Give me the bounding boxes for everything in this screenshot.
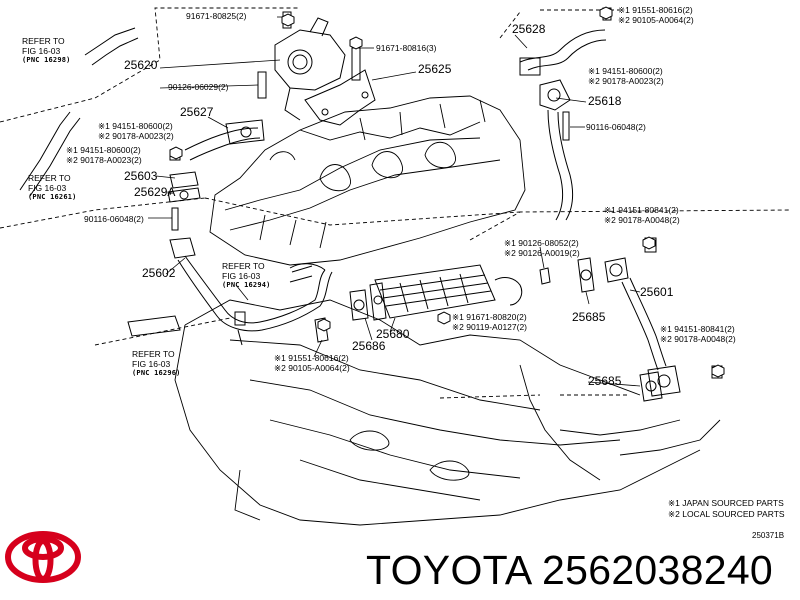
- part-label-25680: 25680: [376, 327, 410, 341]
- brand-part-title: TOYOTA 2562038240: [366, 547, 774, 593]
- part-label-25625: 25625: [418, 62, 452, 76]
- reference-note-16261: REFER TO FIG 16-03 (PNC 16261): [28, 173, 77, 203]
- fastener-label: ※2 90126-A0019(2): [504, 248, 580, 258]
- fastener-label: ※2 90105-A0064(2): [274, 363, 350, 373]
- reference-hoses: [19, 27, 313, 337]
- reference-line1: REFER TO: [222, 261, 265, 271]
- fastener-label: ※2 90178-A0048(2): [604, 215, 680, 225]
- fastener-label: ※1 91671-80820(2): [452, 312, 527, 322]
- fastener-label: ※2 90178-A0023(2): [98, 131, 174, 141]
- reference-pnc: (PNC 16296): [132, 369, 181, 377]
- part-label-25685-upper: 25685: [572, 310, 606, 324]
- fastener-label: ※1 91551-80616(2): [618, 5, 693, 15]
- egr-pipe-25627: [169, 119, 265, 161]
- reference-line1: REFER TO: [28, 173, 71, 183]
- egr-pipe-25628: [519, 7, 612, 221]
- legend-local: ※2 LOCAL SOURCED PARTS: [668, 509, 785, 519]
- fastener-label: 90116-06048(2): [586, 122, 646, 132]
- reference-note-16294: REFER TO FIG 16-03 (PNC 16294): [222, 261, 271, 291]
- fastener-label: ※2 90105-A0064(2): [618, 15, 694, 25]
- fastener-label: ※1 94151-80841(2): [604, 205, 679, 215]
- reference-line1: REFER TO: [132, 349, 175, 359]
- part-label-25602: 25602: [142, 266, 176, 280]
- fastener-label: ※1 94151-80600(2): [66, 145, 141, 155]
- fastener-label: 90116-06048(2): [84, 214, 144, 224]
- toyota-logo: [5, 531, 81, 583]
- reference-line2: FIG 16-03: [132, 358, 171, 369]
- diagram-code: 250371B: [752, 531, 785, 540]
- fasteners-icons: [169, 6, 725, 378]
- fastener-label: ※2 90119-A0127(2): [452, 322, 528, 332]
- reference-line1: REFER TO: [22, 36, 65, 46]
- engine-block: [174, 95, 721, 526]
- part-label-25629a: 25629A: [134, 185, 176, 199]
- fastener-label: ※1 94151-80841(2): [660, 324, 735, 334]
- part-label-25685-lower: 25685: [588, 374, 622, 388]
- part-label-25627: 25627: [180, 105, 214, 119]
- reference-note-16296: REFER TO FIG 16-03 (PNC 16296): [132, 349, 181, 379]
- fastener-label: ※1 94151-80600(2): [98, 121, 173, 131]
- reference-line2: FIG 16-03: [28, 182, 67, 193]
- fastener-label: 91671-80825(2): [186, 11, 247, 21]
- reference-pnc: (PNC 16261): [28, 193, 77, 201]
- gasket-25686: [349, 289, 369, 321]
- part-label-25686: 25686: [352, 339, 386, 353]
- fastener-label: 91671-80816(3): [376, 43, 437, 53]
- part-label-25620: 25620: [124, 58, 158, 72]
- egr-valve-25620: [257, 11, 346, 121]
- fastener-label: ※1 90126-08052(2): [504, 238, 579, 248]
- fastener-label: ※2 90178-A0023(2): [588, 76, 664, 86]
- fastener-label: 90126-06029(2): [168, 82, 229, 92]
- reference-pnc: (PNC 16294): [222, 281, 271, 289]
- legend-japan: ※1 JAPAN SOURCED PARTS: [668, 498, 784, 508]
- sourcing-legend: ※1 JAPAN SOURCED PARTS ※2 LOCAL SOURCED …: [668, 498, 785, 520]
- fastener-label: ※2 90178-A0048(2): [660, 334, 736, 344]
- part-label-25603: 25603: [124, 169, 158, 183]
- egr-cooler-25680: [369, 264, 551, 321]
- reference-note-16298: REFER TO FIG 16-03 (PNC 16298): [22, 36, 71, 66]
- fastener-label: ※1 91551-80616(2): [274, 353, 349, 363]
- egr-pipe-25602: [169, 237, 333, 346]
- reference-line2: FIG 16-03: [22, 45, 61, 56]
- bracket-25625: [304, 47, 376, 126]
- reference-pnc: (PNC 16298): [22, 56, 71, 64]
- reference-line2: FIG 16-03: [222, 270, 261, 281]
- gasket-25603: [167, 171, 201, 231]
- part-label-25628: 25628: [512, 22, 546, 36]
- fastener-label: ※1 94151-80600(2): [588, 66, 663, 76]
- gasket-25685-upper: [577, 257, 595, 293]
- part-label-25601: 25601: [640, 285, 674, 299]
- part-label-25618: 25618: [588, 94, 622, 108]
- fastener-label: ※2 90178-A0023(2): [66, 155, 142, 165]
- egr-pipe-25601: [604, 237, 723, 397]
- gasket-25685-lower: [639, 371, 663, 402]
